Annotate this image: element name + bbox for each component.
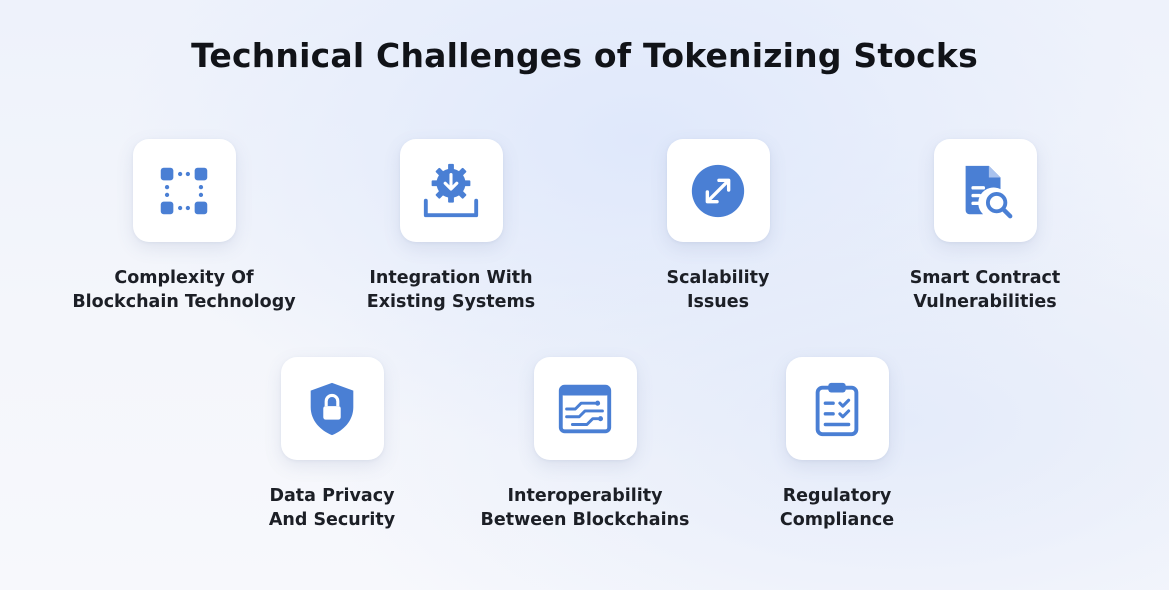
label-line-2: And Security <box>268 510 396 530</box>
challenge-label: Data Privacy And Security <box>202 484 462 532</box>
label-line-2: Between Blockchains <box>480 510 690 530</box>
gear-download-icon <box>423 163 479 217</box>
label-line-2: Compliance <box>779 510 895 530</box>
challenge-label: Interoperability Between Blockchains <box>455 484 715 532</box>
icon-tile <box>280 357 384 460</box>
label-line-2: Existing Systems <box>366 292 536 312</box>
challenge-item-smart-contract: Smart Contract Vulnerabilities <box>855 139 1115 314</box>
challenge-item-regulatory: Regulatory Compliance <box>707 357 967 532</box>
label-line-1: Scalability <box>666 268 770 288</box>
resize-arrows-icon <box>691 164 745 217</box>
icon-tile <box>785 357 889 460</box>
circuit-window-icon <box>558 384 612 433</box>
icon-tile <box>533 357 637 460</box>
challenge-label: Integration With Existing Systems <box>321 266 581 314</box>
document-search-icon <box>965 165 1013 218</box>
challenge-item-complexity: Complexity Of Blockchain Technology <box>54 139 314 314</box>
icon-tile <box>933 139 1037 242</box>
challenge-label: Scalability Issues <box>588 266 848 314</box>
challenge-label: Complexity Of Blockchain Technology <box>54 266 314 314</box>
label-line-1: Regulatory <box>782 486 892 506</box>
challenge-item-interoperability: Interoperability Between Blockchains <box>455 357 715 532</box>
label-line-1: Data Privacy <box>269 486 395 506</box>
challenge-item-integration: Integration With Existing Systems <box>321 139 581 314</box>
shield-lock-icon <box>310 382 354 435</box>
label-line-1: Complexity Of <box>114 268 254 288</box>
icon-tile <box>666 139 770 242</box>
challenge-item-data-privacy: Data Privacy And Security <box>202 357 462 532</box>
icon-tile <box>132 139 236 242</box>
dashed-square-nodes-icon <box>160 167 208 214</box>
label-line-2: Blockchain Technology <box>72 292 296 312</box>
challenge-label: Smart Contract Vulnerabilities <box>855 266 1115 314</box>
label-line-1: Integration With <box>369 268 533 288</box>
page-title: Technical Challenges of Tokenizing Stock… <box>191 36 978 75</box>
label-line-1: Interoperability <box>507 486 663 506</box>
clipboard-checklist-icon <box>815 382 859 436</box>
challenge-item-scalability: Scalability Issues <box>588 139 848 314</box>
label-line-2: Issues <box>686 292 750 312</box>
label-line-2: Vulnerabilities <box>913 292 1057 312</box>
challenge-label: Regulatory Compliance <box>707 484 967 532</box>
icon-tile <box>399 139 503 242</box>
label-line-1: Smart Contract <box>909 268 1061 288</box>
